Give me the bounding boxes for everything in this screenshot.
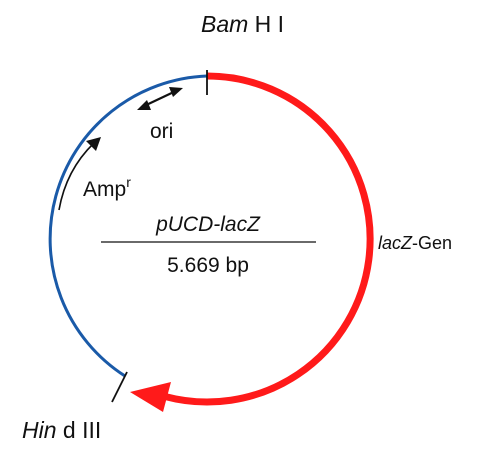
hindiii-site-tick — [111, 371, 128, 403]
plasmid-name: pUCD-lacZ — [155, 213, 261, 236]
bamhi-site-label: Bam H I — [201, 11, 284, 37]
ampr-direction-arrow — [58, 142, 95, 211]
ori-arrowhead-right — [169, 87, 183, 97]
lacz-gene-arc — [164, 72, 374, 406]
ampr-label: Ampr — [83, 174, 131, 201]
ori-label: ori — [150, 120, 173, 143]
lacz-arrowhead — [130, 382, 171, 412]
ampr-arrowhead — [86, 137, 101, 151]
backbone-arc — [48, 74, 208, 378]
lacz-gene-label: lacZ-Gen — [378, 233, 452, 253]
plasmid-size: 5.669 bp — [167, 254, 249, 277]
ori-arrowhead-left — [137, 100, 151, 110]
hindiii-site-label: Hin d III — [22, 417, 101, 443]
